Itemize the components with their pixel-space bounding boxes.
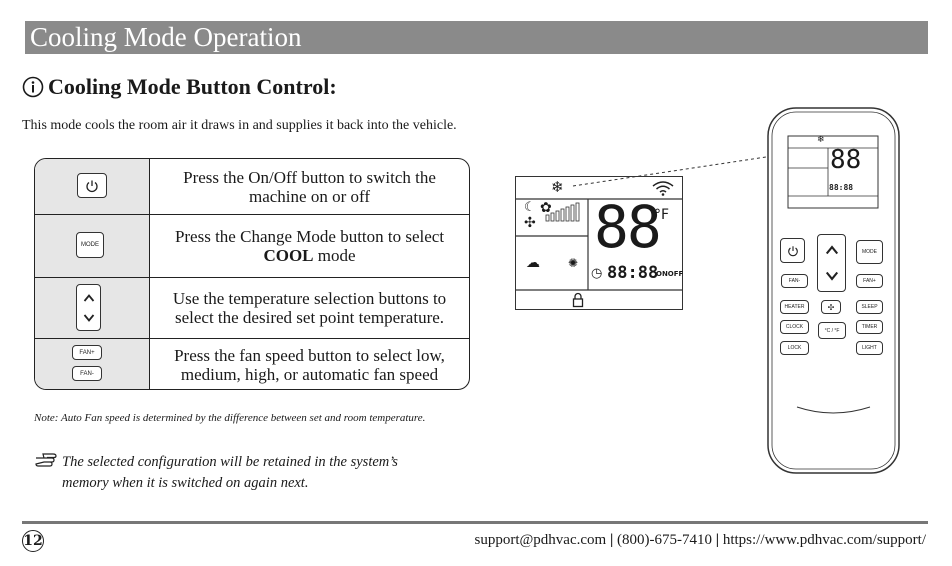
mode-button: MODE [76, 232, 104, 258]
pointing-hand-icon [35, 453, 57, 467]
tip-line-1: The selected configuration will be retai… [62, 454, 398, 470]
heading-title: Cooling Mode Button Control: [48, 74, 337, 99]
swing-icon: ✣ [524, 215, 536, 231]
remote-fan-plus-button[interactable]: FAN+ [856, 274, 883, 288]
remote-sleep-button[interactable]: SLEEP [856, 300, 883, 314]
remote-snowflake-icon: ❄ [817, 135, 825, 145]
row-text: Press the Change Mode button to select C… [174, 227, 445, 265]
remote-unit-toggle-button[interactable]: °C / °F [818, 322, 846, 339]
chevron-up-icon [83, 293, 94, 302]
temperature-unit: °F [654, 207, 670, 223]
chevron-down-icon [83, 313, 94, 322]
power-button [77, 173, 107, 198]
swing-icon: ✣ [827, 302, 835, 312]
power-icon [787, 245, 798, 256]
page-number: 12 [22, 530, 44, 552]
remote-clock-button[interactable]: CLOCK [780, 320, 809, 334]
info-icon [22, 76, 44, 98]
chevron-up-icon [825, 245, 838, 255]
support-phone: (800)-675-7410 [617, 532, 712, 548]
row-text: Press the fan speed button to select low… [174, 346, 445, 384]
remote-clock-digits: 88:88 [829, 183, 854, 192]
footer-divider [22, 521, 928, 524]
row-text: Press the On/Off button to switch the ma… [183, 167, 436, 206]
heading: Cooling Mode Button Control: [22, 72, 337, 102]
row-text: Use the temperature selection buttons to… [172, 289, 447, 327]
remote-lock-button[interactable]: LOCK [780, 341, 809, 355]
temperature-digits: 88 [594, 193, 662, 261]
remote-swing-button[interactable]: ✣ [821, 300, 841, 314]
fan-plus-button: FAN+ [72, 345, 102, 360]
button-control-table: Press the On/Off button to switch the ma… [34, 158, 470, 390]
remote-timer-button[interactable]: TIMER [856, 320, 883, 334]
clock-digits: 88:88 [607, 263, 659, 283]
remote-temperature-digits: 88 [830, 145, 862, 175]
sleep-icon: ☾ [524, 200, 536, 215]
table-row: Use the temperature selection buttons to… [35, 277, 469, 338]
temperature-buttons [76, 284, 101, 331]
heat-icon: ✺ [568, 256, 579, 270]
intro-text: This mode cools the room air it draws in… [22, 118, 457, 133]
table-row: Press the On/Off button to switch the ma… [35, 159, 469, 214]
section-title-bar: Cooling Mode Operation [25, 21, 928, 54]
lcd-display-enlarged: ❄ ☾ ✿ ✣ ☁ ✺ 88 °F ◷ 88:88 ONOFF [515, 176, 683, 310]
remote-mode-button[interactable]: MODE [856, 240, 883, 264]
onoff-label: ONOFF [656, 270, 684, 278]
snowflake-icon: ❄ [551, 178, 564, 196]
table-row: MODE Press the Change Mode button to sel… [35, 214, 469, 277]
fan-icon: ✿ [540, 200, 552, 216]
support-url[interactable]: https://www.pdhvac.com/support/ [722, 532, 926, 548]
remote-heater-button[interactable]: HEATER [780, 300, 809, 314]
remote-control: ❄ 88 88:88 MODE FAN- FAN+ HEATER ✣ SLEEP… [767, 107, 900, 474]
section-title: Cooling Mode Operation [30, 22, 302, 52]
note-text: Note: Auto Fan speed is determined by th… [34, 412, 426, 424]
dehumidify-icon: ☁ [526, 255, 540, 271]
remote-light-button[interactable]: LIGHT [856, 341, 883, 355]
power-icon [86, 180, 98, 192]
remote-fan-minus-button[interactable]: FAN- [781, 274, 808, 288]
clock-icon: ◷ [591, 266, 603, 281]
lock-icon [572, 292, 584, 308]
fan-minus-button: FAN- [72, 366, 102, 381]
chevron-down-icon [825, 271, 838, 281]
remote-temperature-buttons[interactable] [817, 234, 846, 292]
table-row: FAN+ FAN- Press the fan speed button to … [35, 338, 469, 389]
support-email[interactable]: support@pdhvac.com [474, 532, 607, 548]
contact-info: support@pdhvac.com | (800)-675-7410 | ht… [474, 532, 926, 548]
remote-power-button[interactable] [780, 238, 805, 263]
tip-line-2: memory when it is switched on again next… [62, 475, 309, 491]
wifi-icon [652, 181, 674, 196]
